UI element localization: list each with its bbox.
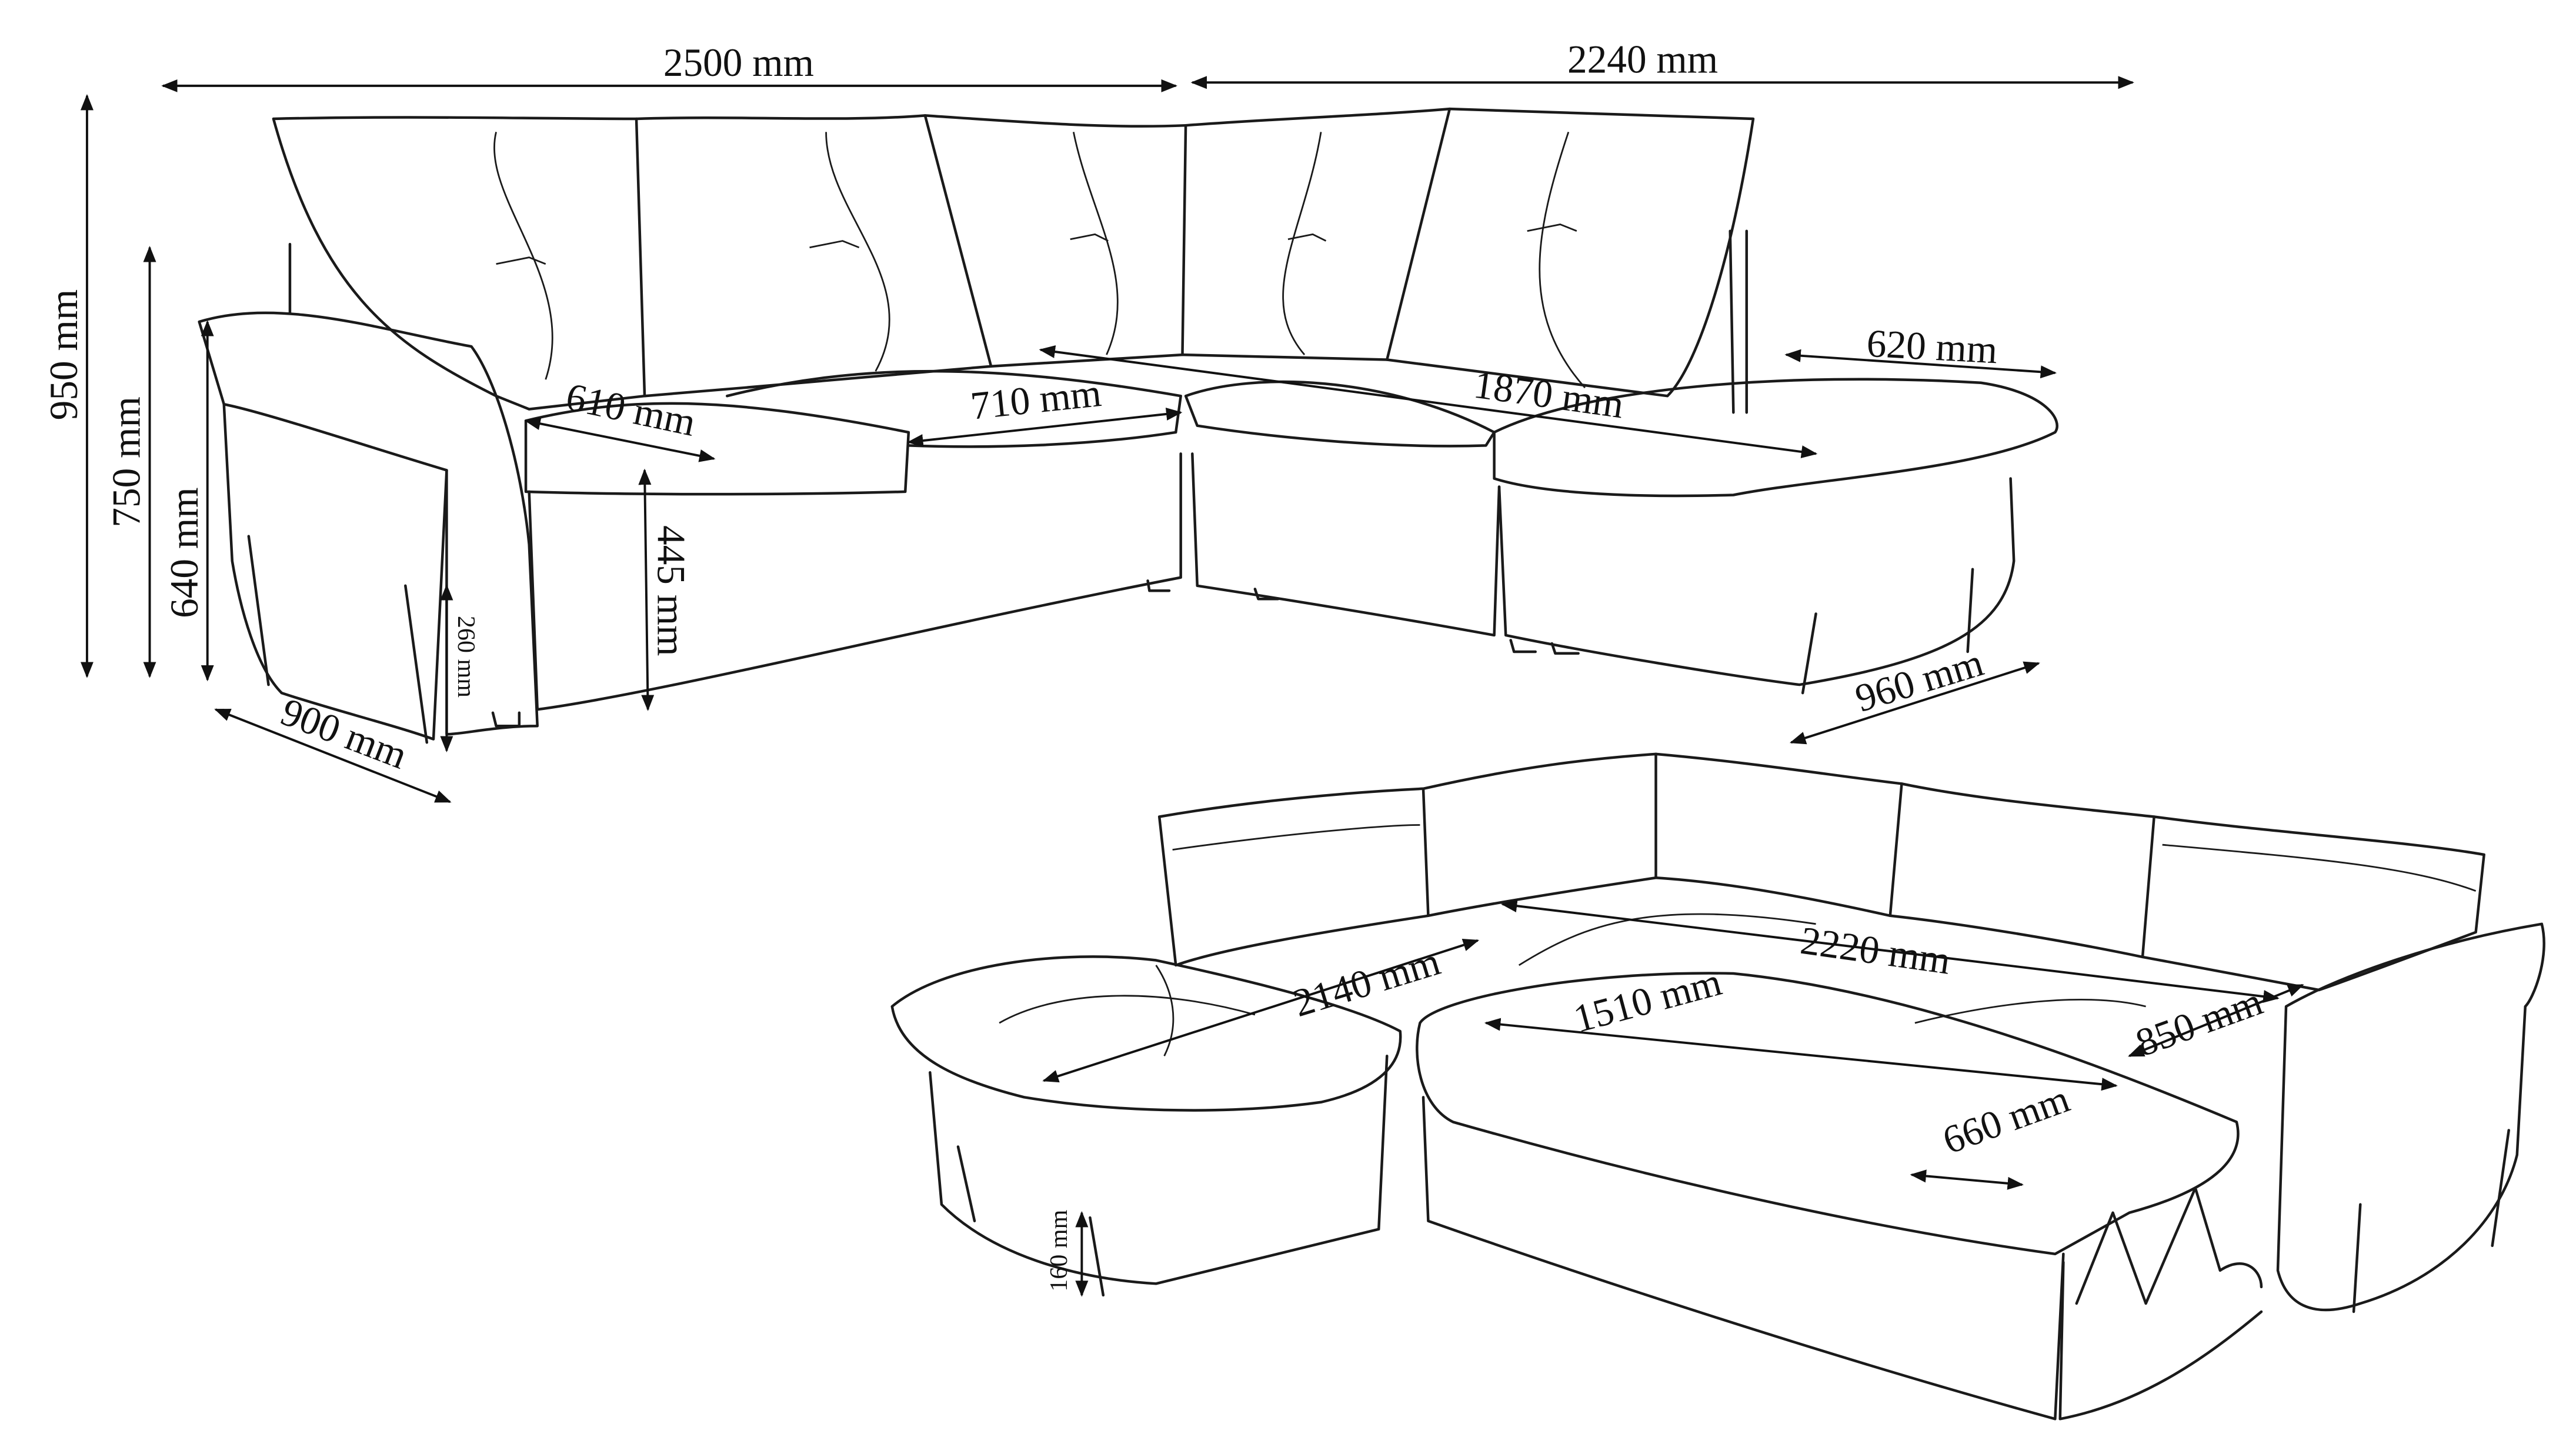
- dimension-lines: [80, 76, 2304, 1297]
- dim-back-length: 2220 mm: [1798, 918, 1953, 983]
- dim-bed-leg-height: 160 mm: [1046, 1209, 1073, 1291]
- dimension-labels: 2500 mm 2240 mm 950 mm 750 mm 640 mm 610…: [42, 37, 2268, 1291]
- dim-depth-right: 960 mm: [1850, 640, 1988, 721]
- dim-seat-width-mid: 710 mm: [969, 371, 1103, 428]
- dim-chaise-width: 620 mm: [1866, 321, 1998, 372]
- dim-width-left: 2500 mm: [663, 41, 814, 85]
- dim-seat-depth: 850 mm: [2130, 979, 2268, 1065]
- dim-chaise-length: 2140 mm: [1288, 939, 1445, 1026]
- dim-bed-length: 1510 mm: [1569, 959, 1726, 1041]
- dim-leg-height: 260 mm: [452, 616, 479, 698]
- dim-width-right: 2240 mm: [1567, 37, 1718, 81]
- sofa-bed-drawing: [890, 752, 2545, 1421]
- dim-total-height: 950 mm: [42, 289, 86, 421]
- dim-armrest-height: 640 mm: [162, 487, 206, 618]
- dim-seat-height: 445 mm: [649, 525, 693, 656]
- dim-back-height: 750 mm: [105, 396, 149, 528]
- dim-seat-depth-left: 610 mm: [562, 374, 699, 445]
- dim-depth-left: 900 mm: [275, 689, 413, 778]
- dim-bed-width: 660 mm: [1937, 1076, 2076, 1163]
